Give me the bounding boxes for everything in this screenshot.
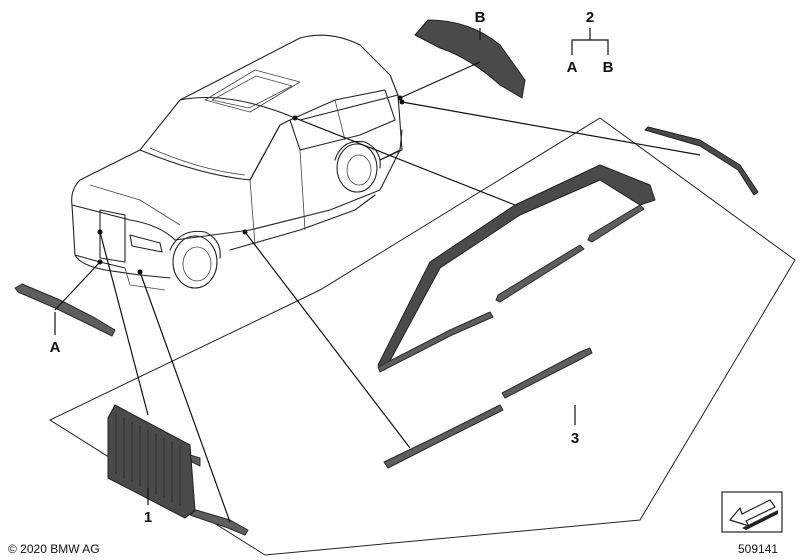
front-grille-part — [107, 404, 201, 519]
copyright-text: © 2020 BMW AG — [8, 542, 100, 556]
sill-trim-rear — [501, 347, 593, 399]
vehicle-outline — [71, 34, 403, 291]
label-part-1: 1 — [144, 509, 152, 526]
sill-trim-front — [383, 404, 504, 469]
label-part-2: 2 — [586, 9, 594, 26]
label-part-2-a: A — [567, 59, 578, 76]
label-part-3: 3 — [571, 430, 579, 447]
lower-grille-trim-part — [189, 509, 249, 536]
roof-spoiler-part — [414, 19, 526, 99]
belt-trim-segment-3 — [587, 204, 645, 243]
belt-trim-segment-2 — [495, 244, 585, 303]
leader-dots — [97, 95, 405, 275]
assembly-outline — [48, 117, 796, 556]
rear-trim-strip-part — [644, 126, 759, 196]
belt-trim-segment-1 — [377, 311, 494, 373]
window-frame-trim-part — [377, 164, 656, 371]
arrow-nav-icon[interactable] — [721, 491, 783, 533]
label-ref-a: A — [50, 339, 61, 356]
label-part-2-b: B — [603, 59, 614, 76]
front-bumper-trim-part — [14, 283, 116, 337]
leader-lines — [54, 28, 701, 523]
diagram-number: 509141 — [738, 542, 778, 556]
label-ref-b: B — [475, 9, 486, 26]
